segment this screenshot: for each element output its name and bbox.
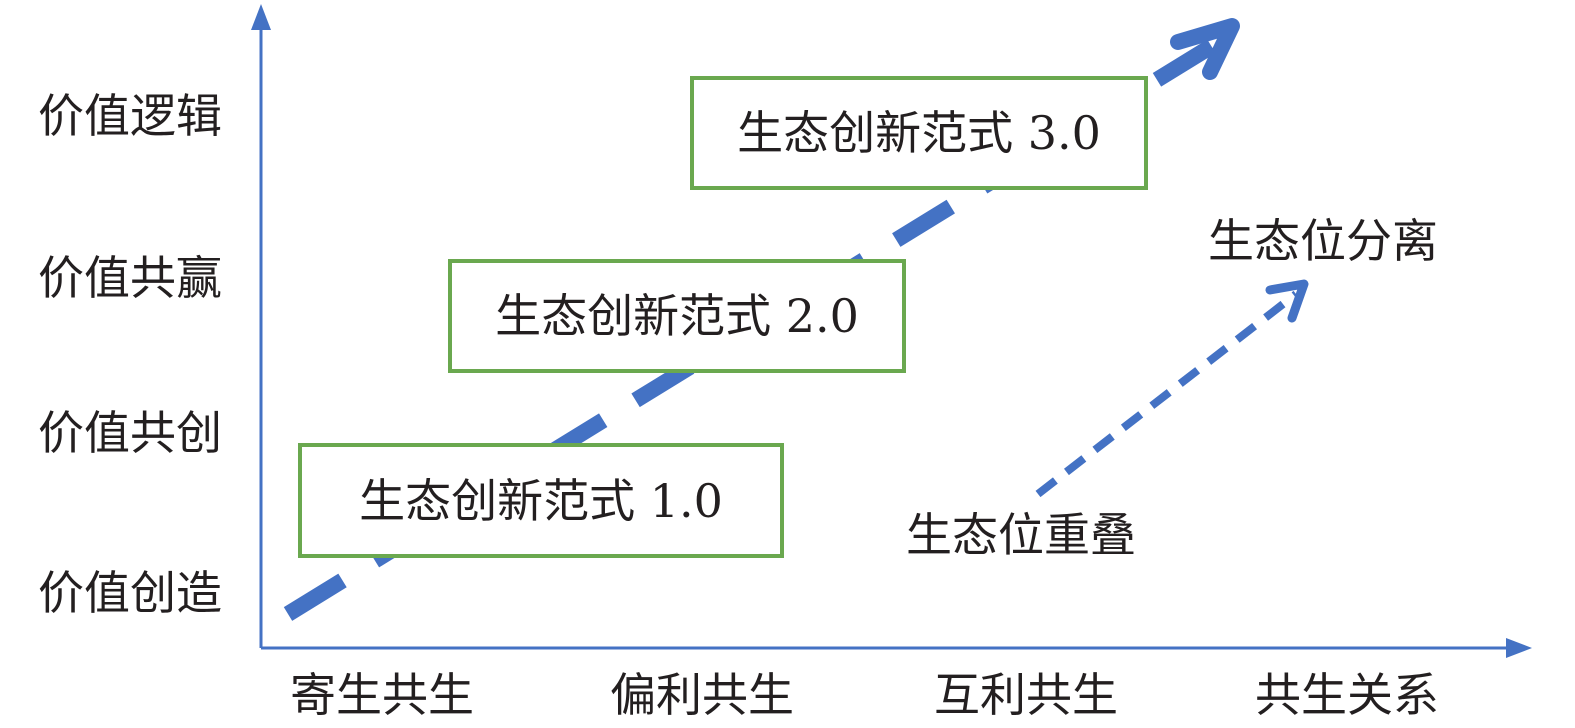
niche-arrow-shaft <box>1035 290 1299 498</box>
paradigm-label-3: 生态创新范式 3.0 <box>737 106 1101 160</box>
niche-arrowhead <box>1265 279 1309 323</box>
niche-separation-label: 生态位分离 <box>1208 214 1438 268</box>
niche-arrow <box>1035 279 1309 498</box>
x-category-mutualism: 互利共生 <box>934 668 1118 722</box>
x-category-parasitism: 寄生共生 <box>290 668 474 722</box>
paradigm-box-1: 生态创新范式 1.0 <box>298 443 784 558</box>
paradigm-label-2: 生态创新范式 2.0 <box>495 289 859 343</box>
y-axis-arrowhead <box>251 4 271 30</box>
y-level-value-logic: 价值逻辑 <box>38 89 222 143</box>
paradigm-box-2: 生态创新范式 2.0 <box>448 259 906 373</box>
x-axis-arrowhead <box>1506 638 1532 658</box>
niche-overlap-label: 生态位重叠 <box>906 508 1136 562</box>
axes <box>251 4 1532 658</box>
x-category-commensalism: 偏利共生 <box>610 668 794 722</box>
paradigm-label-1: 生态创新范式 1.0 <box>359 473 723 528</box>
x-axis-title: 共生关系 <box>1255 668 1439 722</box>
y-level-value-creation: 价值创造 <box>38 566 222 620</box>
paradigm-arrowhead <box>1170 18 1240 80</box>
y-level-value-cocreation: 价值共创 <box>38 406 222 460</box>
y-level-value-winwin: 价值共赢 <box>38 251 222 305</box>
paradigm-box-3: 生态创新范式 3.0 <box>690 76 1148 190</box>
